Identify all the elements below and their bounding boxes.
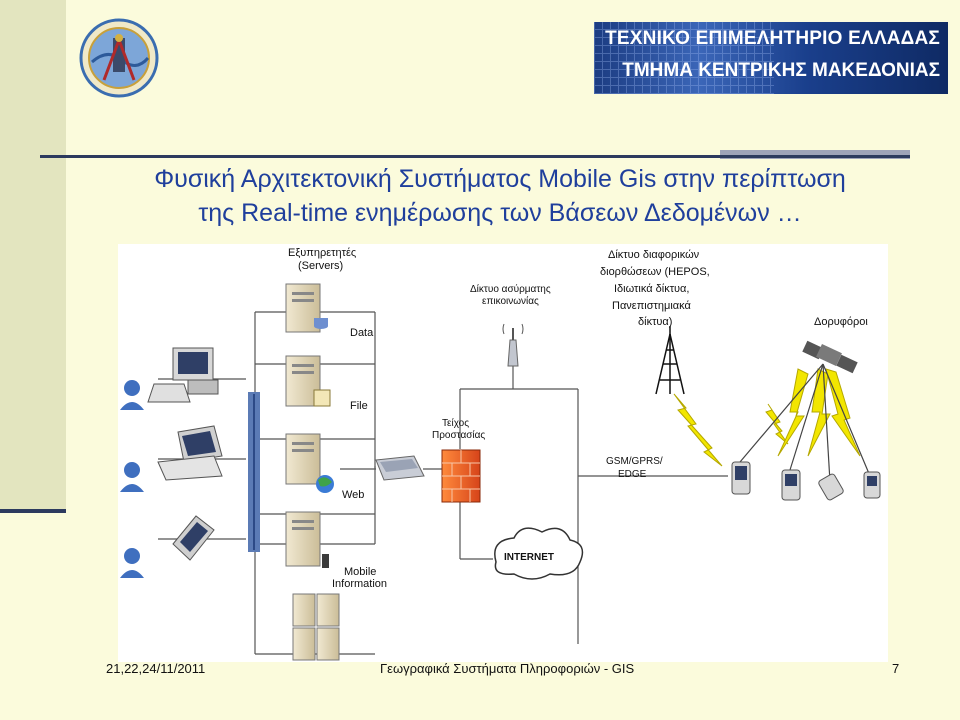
satellites-label: Δορυφόροι	[814, 316, 868, 328]
institution-logo	[78, 18, 160, 98]
mobile-server-label-1: Mobile	[344, 566, 376, 578]
diff-label-2: διορθώσεων (HEPOS,	[600, 266, 710, 278]
laptop-icon	[158, 426, 222, 480]
server-cluster-icon	[293, 594, 339, 660]
banner-line-1: ΤΕΧΝΙΚΟ ΕΠΙΜΕΛΗΤΗΡΙΟ ΕΛΛΑΔΑΣ	[605, 28, 940, 50]
data-server-label: Data	[350, 327, 374, 339]
title-rule	[40, 155, 910, 158]
diff-label-1: Δίκτυο διαφορικών	[608, 249, 700, 261]
slide-title-line-1: Φυσική Αρχιτεκτονική Συστήματος Mobile G…	[70, 162, 930, 196]
pda-device-icon	[173, 516, 214, 560]
diff-label-3: Ιδιωτικά δίκτυα,	[614, 283, 689, 295]
data-server-icon	[286, 284, 328, 332]
gps-reference-tower-icon	[656, 326, 684, 394]
mobile-phone-icon	[732, 462, 750, 494]
mobile-phone-icon	[782, 470, 800, 500]
mobile-server-label-2: Information	[332, 578, 387, 590]
diff-label-5: δίκτυα)	[638, 316, 672, 328]
gsm-label-2: EDGE	[618, 469, 647, 480]
firewall-label-1: Τείχος	[442, 417, 469, 429]
file-server-label: File	[350, 400, 368, 412]
mobile-phone-icon	[864, 472, 880, 498]
sidebar-underline	[0, 509, 66, 513]
servers-label-1: Εξυπηρετητές	[288, 247, 356, 259]
sidebar-accent	[0, 0, 66, 512]
user-icon	[120, 548, 144, 578]
servers-label-2: (Servers)	[298, 260, 343, 272]
slide-title: Φυσική Αρχιτεκτονική Συστήματος Mobile G…	[70, 162, 930, 230]
mobile-information-server-icon	[286, 512, 329, 568]
user-icon	[120, 462, 144, 492]
slide-title-line-2: της Real-time ενημέρωσης των Βάσεων Δεδο…	[70, 196, 930, 230]
mobile-phone-icon	[818, 473, 845, 501]
desktop-computer-icon	[148, 348, 218, 402]
architecture-diagram: Εξυπηρετητές (Servers) Data File Web Mob…	[118, 244, 888, 662]
wireless-antenna-icon	[503, 324, 523, 366]
web-server-label: Web	[342, 489, 364, 501]
footer-date: 21,22,24/11/2011	[106, 661, 205, 676]
signal-lightning-icon	[674, 369, 860, 466]
page-number: 7	[892, 661, 899, 676]
user-icon	[120, 380, 144, 410]
network-switch-icon	[376, 456, 424, 480]
wireless-label-2: επικοινωνίας	[482, 295, 539, 307]
chamber-banner-logo: ΤΕΧΝΙΚΟ ΕΠΙΜΕΛΗΤΗΡΙΟ ΕΛΛΑΔΑΣ ΤΜΗΜΑ ΚΕΝΤΡ…	[594, 22, 948, 94]
internet-label: INTERNET	[504, 552, 554, 563]
firewall-label-2: Προστασίας	[432, 429, 485, 441]
satellite-icon	[802, 341, 857, 373]
diff-label-4: Πανεπιστημιακά	[612, 300, 691, 312]
banner-line-2: ΤΜΗΜΑ ΚΕΝΤΡΙΚΗΣ ΜΑΚΕΔΟΝΙΑΣ	[622, 60, 940, 82]
firewall-icon	[442, 450, 480, 502]
wireless-label-1: Δίκτυο ασύρματης	[470, 283, 551, 295]
footer-course-title: Γεωγραφικά Συστήματα Πληροφοριών - GIS	[380, 661, 634, 676]
web-server-icon	[286, 434, 334, 493]
gsm-label-1: GSM/GPRS/	[606, 456, 663, 467]
